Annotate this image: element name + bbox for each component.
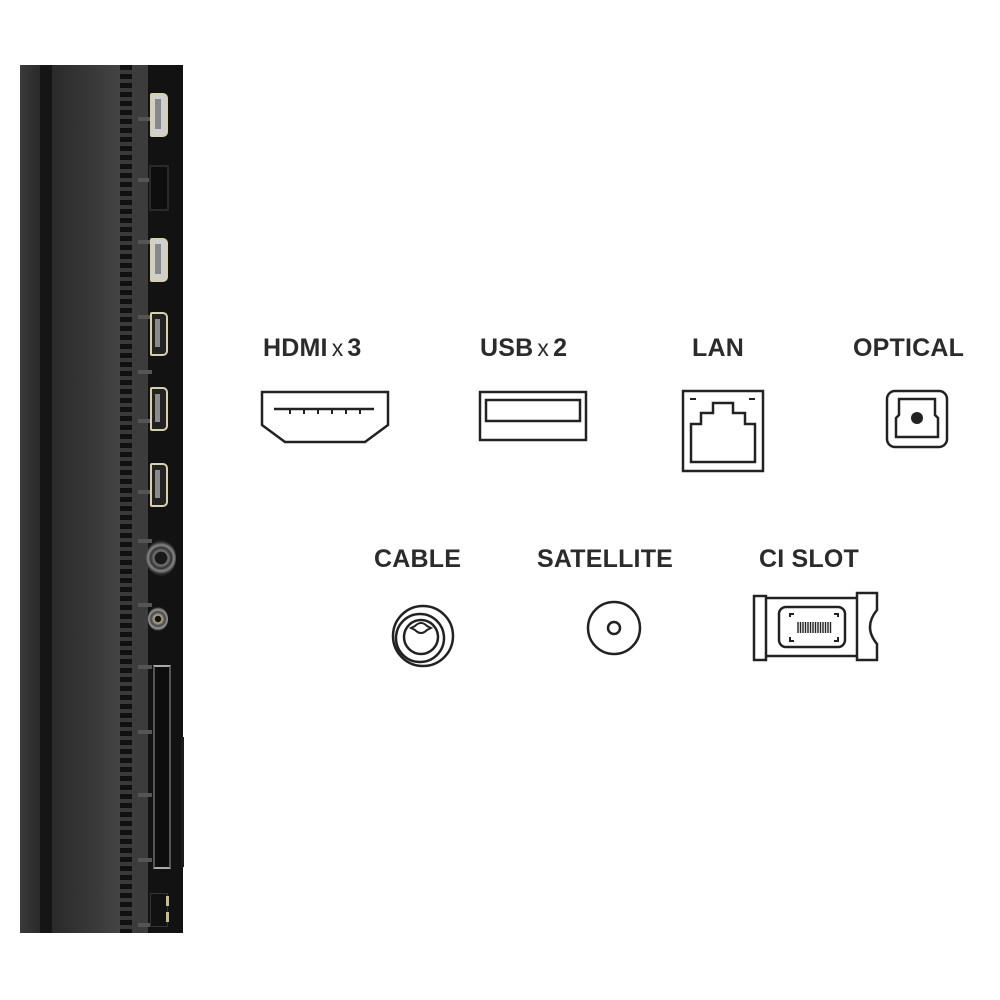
hdmi-port-icon	[260, 390, 390, 444]
satellite-label: SATELLITE	[537, 545, 674, 573]
panel-tick	[138, 240, 152, 244]
panel-lan-port	[149, 165, 169, 211]
panel-rail	[132, 65, 148, 933]
panel-tick	[138, 178, 152, 182]
satellite-connector-icon	[586, 600, 642, 656]
panel-tick	[138, 730, 152, 734]
lan-label: LAN	[692, 334, 744, 362]
panel-ci-slot	[153, 665, 171, 869]
optical-label: OPTICAL	[853, 334, 965, 362]
panel-bezel-edge	[20, 65, 40, 933]
panel-tick	[138, 315, 152, 319]
panel-tick	[138, 603, 152, 607]
ci-slot-label: CI SLOT	[759, 545, 860, 573]
panel-vent-strip	[120, 65, 132, 933]
panel-groove	[40, 65, 52, 933]
panel-satellite-port	[148, 607, 168, 631]
panel-usb-port-1	[150, 93, 168, 137]
panel-hdmi-port-1	[150, 312, 168, 356]
cable-coax-icon	[391, 604, 455, 668]
panel-tick	[138, 793, 152, 797]
panel-hdmi-port-2	[150, 387, 168, 431]
panel-tick	[138, 923, 152, 927]
panel-tick	[138, 665, 152, 669]
panel-usb-port-2	[150, 238, 168, 282]
cable-label: CABLE	[374, 545, 462, 573]
panel-tick	[138, 117, 152, 121]
panel-tick	[138, 539, 152, 543]
panel-back-surface	[52, 65, 120, 933]
panel-hdmi-port-3	[150, 463, 168, 507]
panel-tick	[138, 370, 152, 374]
optical-port-icon	[885, 389, 949, 449]
panel-ci-edge	[181, 737, 184, 867]
lan-port-icon	[681, 389, 765, 473]
panel-optical-port	[150, 893, 169, 927]
panel-tick	[138, 490, 152, 494]
usb-port-icon	[478, 390, 588, 442]
ci-slot-icon	[752, 591, 879, 662]
panel-tick	[138, 858, 152, 862]
panel-cable-port	[146, 540, 176, 576]
panel-tick	[138, 419, 152, 423]
